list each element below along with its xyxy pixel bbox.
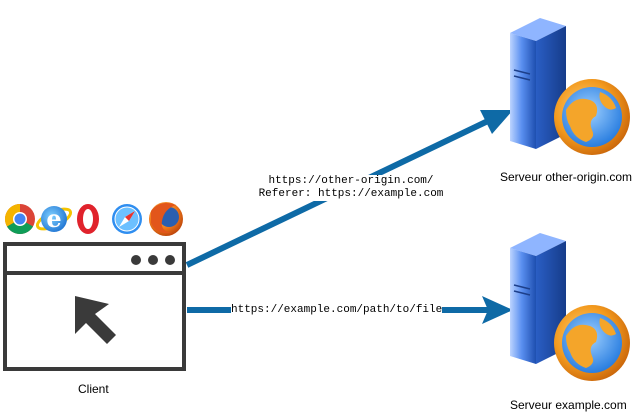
request-url: https://other-origin.com/ xyxy=(268,175,434,187)
globe-icon xyxy=(554,305,630,381)
mouse-cursor-icon xyxy=(75,296,116,344)
opera-icon xyxy=(77,204,99,234)
window-control-dot xyxy=(148,255,158,265)
svg-text:e: e xyxy=(46,204,61,233)
window-control-dot xyxy=(165,255,175,265)
server-other-origin-icon xyxy=(510,18,630,155)
client-label: Client xyxy=(78,382,109,396)
cross-origin-request-label: https://other-origin.com/ Referer: https… xyxy=(246,175,456,201)
server-example-icon xyxy=(510,233,630,381)
firefox-icon xyxy=(149,202,183,236)
request-url: https://example.com/path/to/file xyxy=(231,304,443,316)
globe-icon xyxy=(554,79,630,155)
server-example-label: Serveur example.com xyxy=(510,398,627,412)
internet-explorer-icon: e xyxy=(35,204,73,233)
referer-header: Referer: https://example.com xyxy=(258,188,444,200)
chrome-icon xyxy=(4,204,35,235)
server-other-origin-label: Serveur other-origin.com xyxy=(500,170,633,184)
safari-icon xyxy=(112,204,142,234)
window-control-dot xyxy=(131,255,141,265)
same-origin-request-label: https://example.com/path/to/file xyxy=(231,304,443,317)
client-browser-window xyxy=(3,242,186,371)
